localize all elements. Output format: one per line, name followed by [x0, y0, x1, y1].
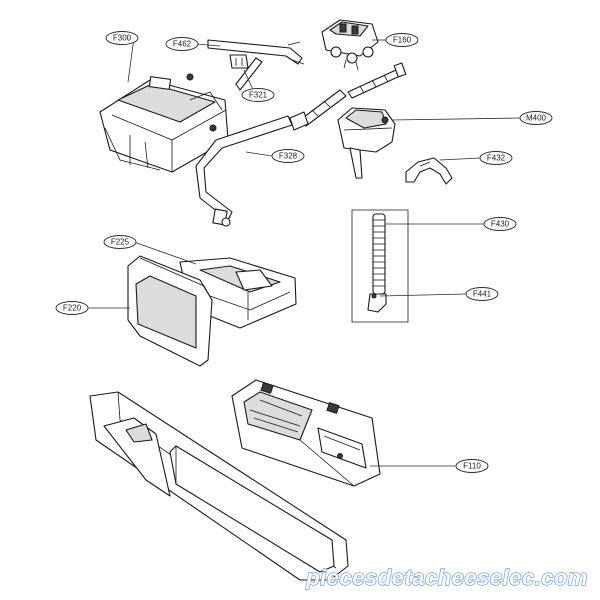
label-f300: F300 — [105, 31, 139, 45]
label-f441: F441 — [465, 287, 499, 301]
part-f110-control-pcb — [231, 379, 381, 487]
part-f321-inlet-hose — [207, 39, 305, 91]
part-f328-hose — [195, 89, 347, 227]
svg-text:F321: F321 — [249, 91, 268, 100]
part-control-panel-fascia — [89, 391, 349, 581]
part-f160-inlet-valve — [321, 19, 379, 71]
label-f220: F220 — [55, 301, 89, 315]
svg-text:F110: F110 — [463, 462, 481, 471]
label-f160: F160 — [385, 33, 419, 47]
label-f432: F432 — [479, 151, 513, 165]
svg-text:F441: F441 — [473, 290, 492, 299]
label-f462: F462 — [165, 37, 199, 51]
part-f430-bellows-hose — [351, 209, 409, 323]
svg-text:F225: F225 — [111, 238, 130, 247]
part-valve-hose — [347, 62, 407, 99]
svg-text:F300: F300 — [113, 34, 132, 43]
svg-text:F430: F430 — [491, 220, 510, 229]
label-f225: F225 — [103, 235, 137, 249]
part-f220-detergent-drawer — [127, 255, 297, 367]
svg-text:F432: F432 — [487, 154, 506, 163]
svg-text:F328: F328 — [279, 152, 298, 161]
part-m400-pump — [337, 107, 396, 179]
svg-text:F160: F160 — [393, 36, 412, 45]
watermark-text: piecesdetacheeselec.com — [305, 565, 588, 590]
bellows-coil — [372, 213, 386, 295]
label-f110: F110 — [455, 459, 489, 473]
label-m400: M400 — [519, 111, 553, 125]
label-f328: F328 — [271, 149, 305, 163]
label-f430: F430 — [483, 217, 517, 231]
label-f321: F321 — [241, 88, 275, 102]
svg-text:M400: M400 — [526, 114, 547, 123]
svg-text:F220: F220 — [63, 304, 82, 313]
callout-labels: F300 F462 F160 F321 M400 F328 — [55, 31, 553, 473]
part-f300-dispenser-housing — [99, 73, 229, 173]
svg-text:F462: F462 — [173, 40, 192, 49]
part-f432-clip — [405, 157, 453, 185]
